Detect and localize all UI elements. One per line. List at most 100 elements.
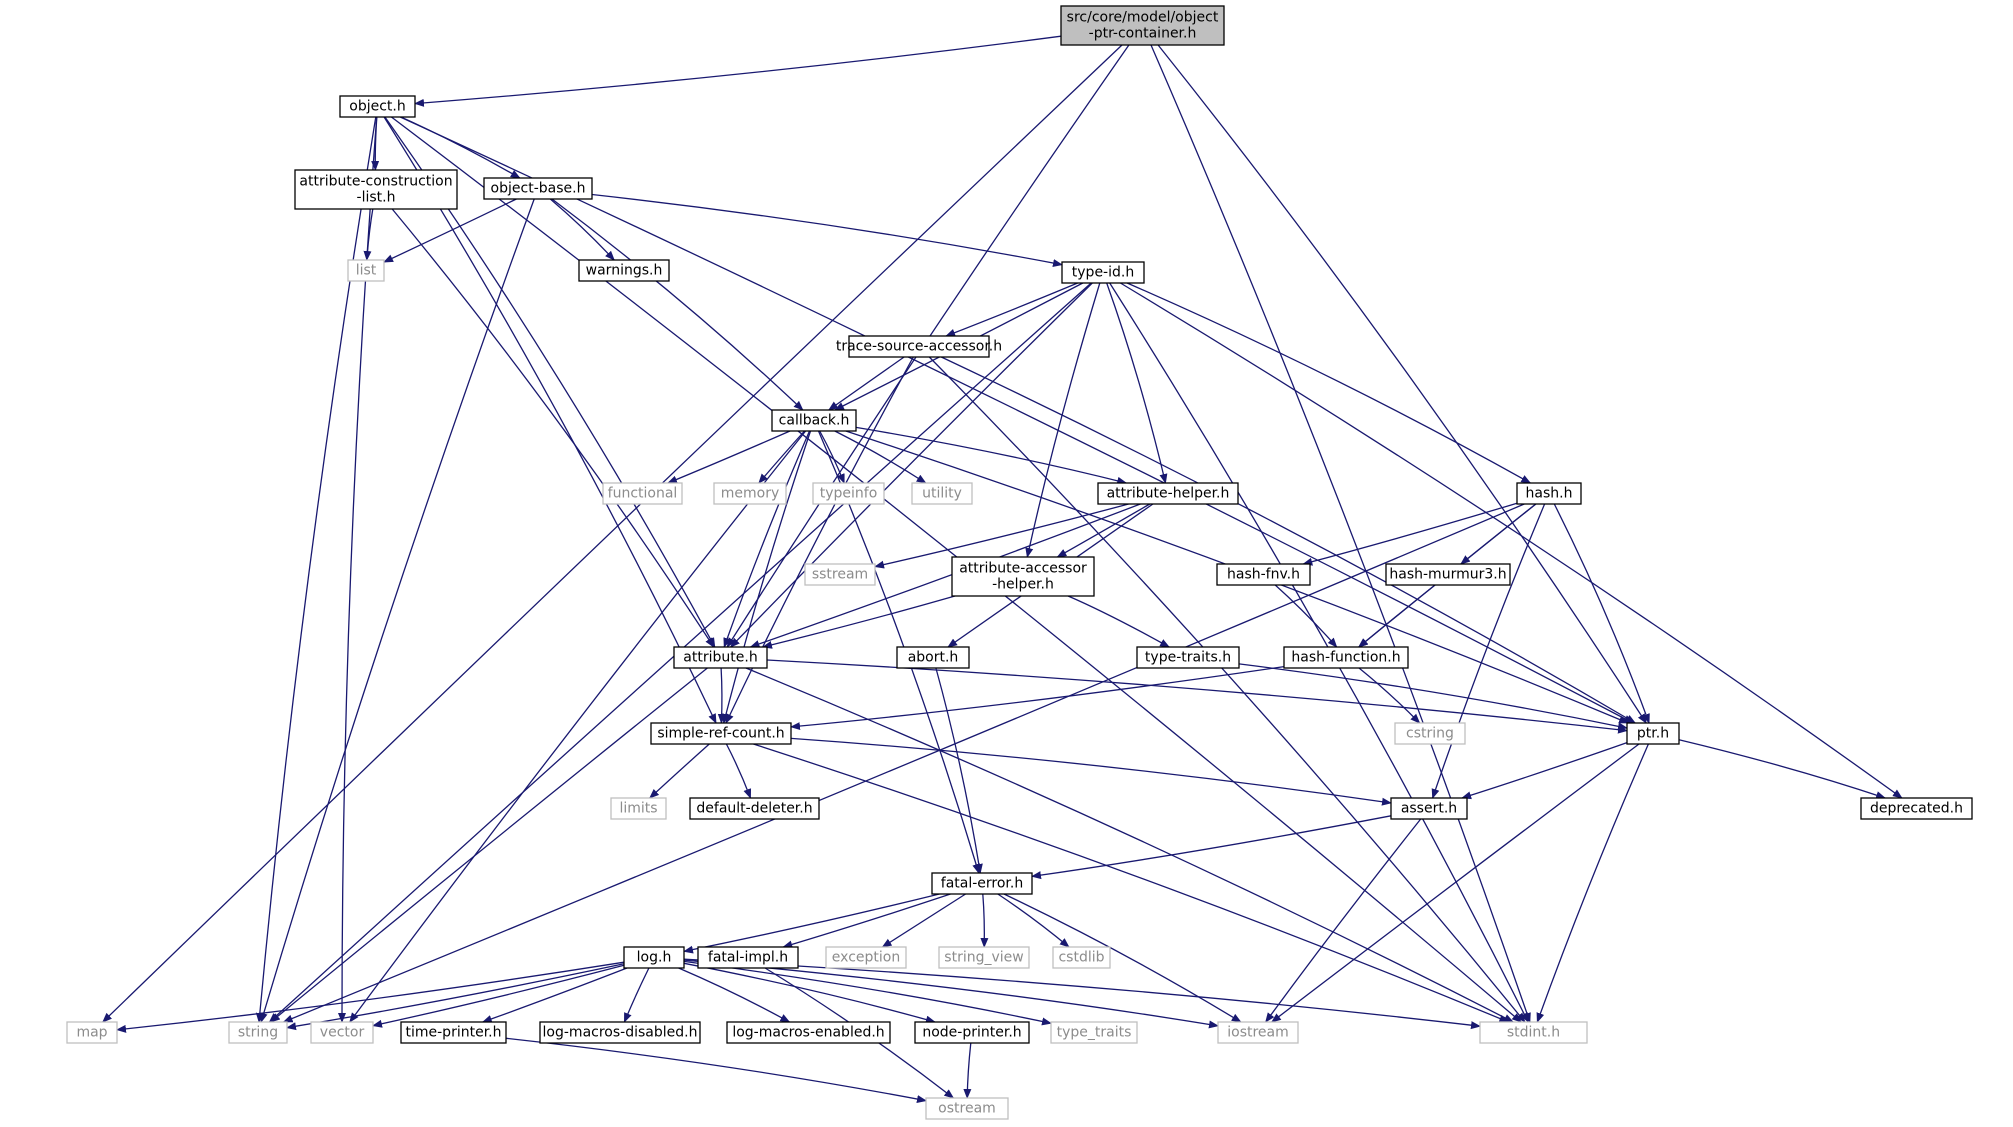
node-callback[interactable]: callback.h bbox=[771, 409, 857, 432]
node-typeid[interactable]: type-id.h bbox=[1061, 261, 1145, 284]
node-stringview[interactable]: string_view bbox=[938, 946, 1030, 969]
node-ostream[interactable]: ostream bbox=[925, 1097, 1009, 1120]
node-label: -list.h bbox=[357, 190, 396, 206]
node-label: sstream bbox=[812, 567, 868, 583]
node-box bbox=[539, 1021, 701, 1044]
edge-ptr-to-deprecated bbox=[1678, 739, 1887, 799]
node-cstring[interactable]: cstring bbox=[1394, 722, 1466, 745]
node-ptr[interactable]: ptr.h bbox=[1626, 722, 1680, 745]
node-box bbox=[804, 563, 876, 586]
node-label: fatal-impl.h bbox=[708, 950, 788, 966]
node-label: warnings.h bbox=[586, 263, 663, 279]
node-cstdlib[interactable]: cstdlib bbox=[1052, 946, 1111, 969]
edge-abort-to-fatalerr bbox=[935, 667, 983, 874]
edge-nodeprinter-to-ostream bbox=[963, 1042, 972, 1099]
node-aah[interactable]: attribute-accessor-helper.h bbox=[951, 556, 1095, 597]
node-object[interactable]: object.h bbox=[339, 95, 416, 118]
node-string[interactable]: string bbox=[228, 1021, 288, 1044]
node-logdis[interactable]: log-macros-disabled.h bbox=[539, 1021, 701, 1044]
node-src[interactable]: simple-ref-count.h bbox=[650, 722, 792, 745]
edge-hash-to-assert bbox=[1431, 503, 1546, 799]
node-typetraits_h[interactable]: type-traits.h bbox=[1136, 646, 1240, 669]
node-box bbox=[400, 1021, 507, 1044]
node-logen[interactable]: log-macros-enabled.h bbox=[726, 1021, 891, 1044]
node-label: type-id.h bbox=[1072, 265, 1134, 281]
edge-hash-to-string bbox=[282, 503, 1525, 1023]
node-nodeprinter[interactable]: node-printer.h bbox=[914, 1021, 1030, 1044]
node-type_traits[interactable]: type_traits bbox=[1050, 1021, 1138, 1044]
node-label: vector bbox=[320, 1025, 365, 1041]
edge-hash-to-hashfnv bbox=[1302, 502, 1518, 566]
edge-typeid-to-aah bbox=[1025, 282, 1101, 558]
node-box bbox=[650, 722, 792, 745]
node-tsa[interactable]: trace-source-accessor.h bbox=[836, 335, 1002, 358]
node-fatalerr[interactable]: fatal-error.h bbox=[931, 872, 1033, 895]
node-abort[interactable]: abort.h bbox=[896, 646, 970, 669]
node-label: deprecated.h bbox=[1870, 801, 1963, 817]
node-box bbox=[294, 169, 458, 210]
node-sstream[interactable]: sstream bbox=[804, 563, 876, 586]
edge-typeid-to-tsa bbox=[945, 282, 1078, 337]
node-label: hash.h bbox=[1526, 486, 1573, 502]
node-typeinfo[interactable]: typeinfo bbox=[812, 482, 885, 505]
node-acl[interactable]: attribute-construction-list.h bbox=[294, 169, 458, 210]
edge-ahelper-to-aah bbox=[1056, 503, 1151, 558]
node-exception[interactable]: exception bbox=[825, 946, 907, 969]
node-box bbox=[938, 946, 1030, 969]
node-assert[interactable]: assert.h bbox=[1390, 797, 1468, 820]
node-label: cstdlib bbox=[1058, 950, 1104, 966]
edge-hash-to-ptr bbox=[1553, 503, 1650, 724]
node-map[interactable]: map bbox=[66, 1021, 118, 1044]
node-label: ptr.h bbox=[1637, 726, 1669, 742]
node-timeprinter[interactable]: time-printer.h bbox=[400, 1021, 507, 1044]
edge-objbase-to-callback bbox=[551, 198, 804, 411]
node-box bbox=[896, 646, 970, 669]
node-ahelper[interactable]: attribute-helper.h bbox=[1097, 482, 1239, 505]
edge-typeid-to-hash bbox=[1126, 282, 1532, 484]
edge-attribute-to-stdint bbox=[745, 667, 1514, 1023]
edge-root-to-object bbox=[414, 35, 1062, 107]
node-label: abort.h bbox=[908, 650, 959, 666]
node-label: callback.h bbox=[779, 413, 850, 429]
node-box bbox=[697, 946, 799, 969]
node-hashmur[interactable]: hash-murmur3.h bbox=[1385, 563, 1511, 586]
node-box bbox=[578, 259, 670, 282]
edge-log-to-nodeprinter bbox=[683, 962, 936, 1024]
node-iostream[interactable]: iostream bbox=[1217, 1021, 1299, 1044]
node-attribute[interactable]: attribute.h bbox=[673, 646, 768, 669]
node-limits[interactable]: limits bbox=[610, 797, 667, 820]
edge-typetraits_h-to-ptr bbox=[1238, 663, 1628, 731]
node-objbase[interactable]: object-base.h bbox=[483, 177, 593, 200]
node-list[interactable]: list bbox=[347, 259, 385, 282]
node-functional[interactable]: functional bbox=[602, 482, 683, 505]
node-warnings[interactable]: warnings.h bbox=[578, 259, 670, 282]
edge-tsa-to-ptr bbox=[941, 356, 1637, 724]
node-hashfnv[interactable]: hash-fnv.h bbox=[1216, 563, 1311, 586]
node-label: node-printer.h bbox=[922, 1025, 1021, 1041]
edge-root-to-stdint bbox=[1150, 44, 1531, 1023]
edge-tsa-to-src bbox=[725, 356, 914, 724]
node-stdint[interactable]: stdint.h bbox=[1479, 1021, 1588, 1044]
node-label: object-base.h bbox=[491, 181, 586, 197]
node-root[interactable]: src/core/model/object-ptr-container.h bbox=[1060, 5, 1225, 46]
node-box bbox=[825, 946, 907, 969]
node-fatalimpl[interactable]: fatal-impl.h bbox=[697, 946, 799, 969]
edge-root-to-ptr bbox=[1157, 44, 1647, 724]
node-vector[interactable]: vector bbox=[310, 1021, 374, 1044]
node-hash[interactable]: hash.h bbox=[1516, 482, 1582, 505]
edge-object-to-ptr bbox=[400, 116, 1634, 724]
node-label: utility bbox=[922, 486, 962, 502]
node-label: attribute.h bbox=[683, 650, 757, 666]
node-memory[interactable]: memory bbox=[713, 482, 787, 505]
edge-fatalerr-to-fatalimpl bbox=[782, 893, 951, 949]
node-label: log-macros-disabled.h bbox=[543, 1025, 698, 1041]
node-hashfunc[interactable]: hash-function.h bbox=[1283, 646, 1409, 669]
node-deprecated[interactable]: deprecated.h bbox=[1860, 797, 1973, 820]
node-deleter[interactable]: default-deleter.h bbox=[689, 797, 820, 820]
node-label: -ptr-container.h bbox=[1089, 26, 1197, 42]
node-log[interactable]: log.h bbox=[623, 946, 685, 969]
edge-objbase-to-string bbox=[259, 198, 535, 1023]
edge-timeprinter-to-ostream bbox=[505, 1037, 927, 1103]
edge-fatalerr-to-exception bbox=[881, 893, 966, 948]
node-utility[interactable]: utility bbox=[911, 482, 973, 505]
